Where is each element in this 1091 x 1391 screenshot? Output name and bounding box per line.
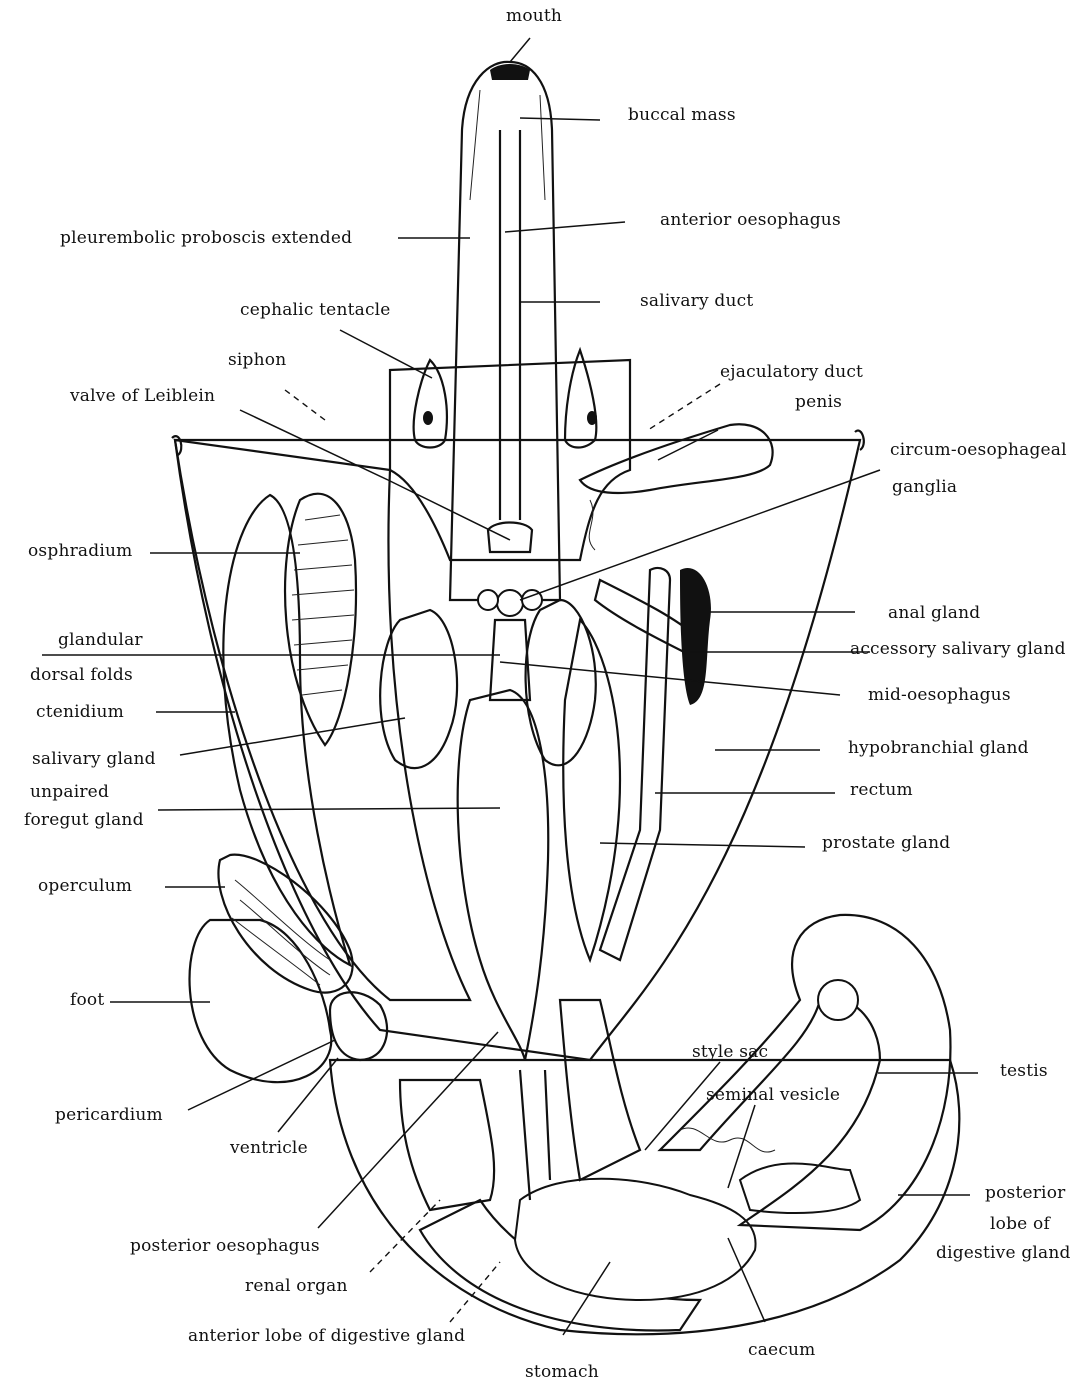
label-anal-gland: anal gland bbox=[888, 603, 980, 623]
osphradium-lamellae bbox=[292, 515, 354, 695]
mantle-body bbox=[172, 431, 864, 1060]
label-siphon: siphon bbox=[228, 350, 286, 370]
label-foregut-gland: foregut gland bbox=[24, 810, 144, 830]
label-seminal-vesicle: seminal vesicle bbox=[706, 1085, 840, 1105]
label-renal-organ: renal organ bbox=[245, 1276, 348, 1296]
label-digestive-gland: digestive gland bbox=[936, 1243, 1071, 1263]
label-osphradium: osphradium bbox=[28, 541, 132, 561]
label-caecum: caecum bbox=[748, 1340, 816, 1360]
label-foot: foot bbox=[70, 990, 104, 1010]
label-accessory-salivary-gland: accessory salivary gland bbox=[850, 639, 1066, 659]
label-anterior-oesophagus: anterior oesophagus bbox=[660, 210, 841, 230]
label-circum-oesophageal: circum-oesophageal bbox=[890, 440, 1067, 460]
label-style-sac: style sac bbox=[692, 1042, 768, 1062]
label-rectum: rectum bbox=[850, 780, 913, 800]
label-anterior-lobe: anterior lobe of digestive gland bbox=[188, 1326, 465, 1346]
label-ctenidium: ctenidium bbox=[36, 702, 124, 722]
label-stomach: stomach bbox=[525, 1362, 599, 1382]
style-sac bbox=[560, 1000, 640, 1180]
label-ejaculatory-duct: ejaculatory duct bbox=[720, 362, 863, 382]
label-ventricle: ventricle bbox=[230, 1138, 308, 1158]
label-buccal-mass: buccal mass bbox=[628, 105, 736, 125]
label-salivary-gland: salivary gland bbox=[32, 749, 156, 769]
label-mid-oesophagus: mid-oesophagus bbox=[868, 685, 1011, 705]
label-lobe-of: lobe of bbox=[990, 1214, 1050, 1234]
label-valve-of-leiblein: valve of Leiblein bbox=[70, 386, 215, 406]
label-dorsal-folds: dorsal folds bbox=[30, 665, 133, 685]
label-prostate-gland: prostate gland bbox=[822, 833, 950, 853]
label-glandular: glandular bbox=[58, 630, 143, 650]
label-operculum: operculum bbox=[38, 876, 132, 896]
label-cephalic-tentacle: cephalic tentacle bbox=[240, 300, 391, 320]
label-pericardium: pericardium bbox=[55, 1105, 163, 1125]
label-pleurembolic-proboscis: pleurembolic proboscis extended bbox=[60, 228, 352, 248]
label-mouth: mouth bbox=[506, 6, 562, 26]
label-testis: testis bbox=[1000, 1061, 1048, 1081]
label-posterior-oesophagus: posterior oesophagus bbox=[130, 1236, 320, 1256]
label-posterior: posterior bbox=[985, 1183, 1065, 1203]
label-salivary-duct: salivary duct bbox=[640, 291, 753, 311]
label-unpaired: unpaired bbox=[30, 782, 109, 802]
salivary-gland-left bbox=[380, 610, 457, 768]
head bbox=[390, 360, 630, 560]
label-penis: penis bbox=[795, 392, 842, 412]
label-circum-ganglia: ganglia bbox=[892, 477, 957, 497]
label-hypobranchial-gland: hypobranchial gland bbox=[848, 738, 1029, 758]
foregut-gland bbox=[458, 690, 549, 1060]
